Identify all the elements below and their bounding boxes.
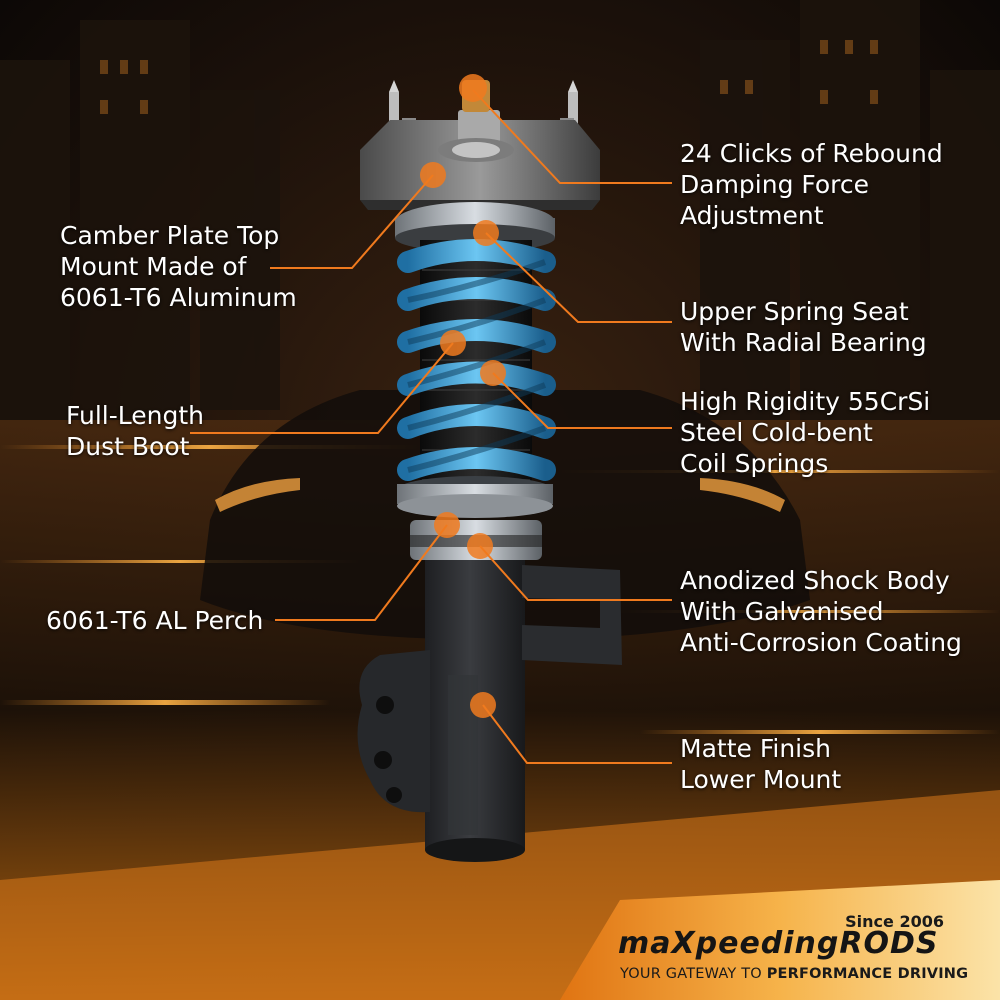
callout-upper-spring-seat: Upper Spring Seat With Radial Bearing xyxy=(680,296,927,358)
callout-line: Anodized Shock Body xyxy=(680,566,950,595)
callout-line: Matte Finish xyxy=(680,734,831,763)
callout-al-perch: 6061-T6 AL Perch xyxy=(46,605,263,636)
marker-perch xyxy=(434,512,460,538)
callout-line: Camber Plate Top xyxy=(60,221,280,250)
callout-line: Steel Cold-bent xyxy=(680,418,873,447)
callout-markers xyxy=(420,74,506,718)
callout-line: 6061-T6 Aluminum xyxy=(60,283,297,312)
marker-springs xyxy=(480,360,506,386)
callout-camber-plate: Camber Plate Top Mount Made of 6061-T6 A… xyxy=(60,220,297,313)
brand-logo-block: Since 2006 maXpeedingRODS YOUR GATEWAY T… xyxy=(612,908,968,988)
tagline-bold: PERFORMANCE DRIVING xyxy=(766,966,969,982)
callout-leader-lines xyxy=(190,89,672,764)
callout-rebound-damping: 24 Clicks of Rebound Damping Force Adjus… xyxy=(680,138,943,231)
callout-line: Coil Springs xyxy=(680,449,829,478)
brand-tagline: YOUR GATEWAY TO PERFORMANCE DRIVING xyxy=(620,966,968,982)
callout-line: Upper Spring Seat xyxy=(680,297,909,326)
marker-lower-mount xyxy=(470,692,496,718)
callout-line: Damping Force xyxy=(680,170,870,199)
callout-line: Mount Made of xyxy=(60,252,247,281)
tagline-start: YOUR GATEWAY TO xyxy=(620,966,767,982)
marker-dust-boot xyxy=(440,330,466,356)
marker-shock-body xyxy=(467,533,493,559)
callout-line: Dust Boot xyxy=(66,432,190,461)
callout-dust-boot: Full-Length Dust Boot xyxy=(66,400,204,462)
callout-line: With Galvanised xyxy=(680,597,884,626)
callout-shock-body: Anodized Shock Body With Galvanised Anti… xyxy=(680,565,962,658)
marker-spring-seat xyxy=(473,220,499,246)
since-year: Since 2006 xyxy=(845,912,944,931)
callout-coil-springs: High Rigidity 55CrSi Steel Cold-bent Coi… xyxy=(680,386,930,479)
callout-line: With Radial Bearing xyxy=(680,328,927,357)
marker-camber xyxy=(420,162,446,188)
callout-line: Lower Mount xyxy=(680,765,842,794)
lower-mount xyxy=(357,650,430,813)
callout-line: Full-Length xyxy=(66,401,205,430)
callout-line: 24 Clicks of Rebound xyxy=(680,139,943,168)
callout-line: Anti-Corrosion Coating xyxy=(680,628,962,657)
callout-lower-mount: Matte Finish Lower Mount xyxy=(680,733,841,795)
callout-line: Adjustment xyxy=(680,201,824,230)
marker-rebound xyxy=(459,74,487,102)
sway-bar-bracket xyxy=(522,565,622,665)
callout-line: High Rigidity 55CrSi xyxy=(680,387,931,416)
brand-logo-wordmark: maXpeedingRODS xyxy=(618,926,939,961)
callout-line: 6061-T6 AL Perch xyxy=(46,606,264,635)
